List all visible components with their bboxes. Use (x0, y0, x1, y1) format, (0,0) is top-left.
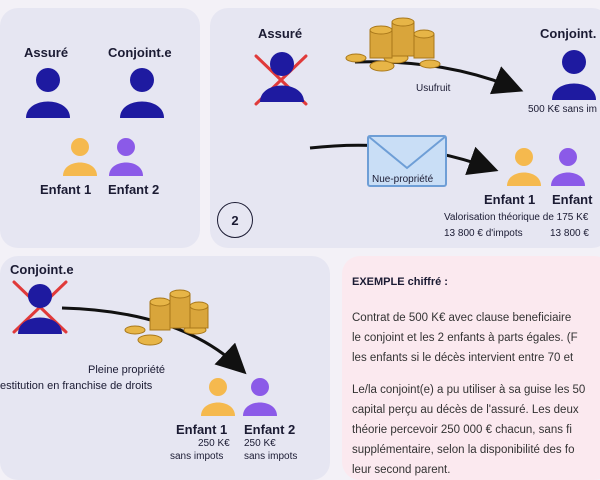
label-conjoint: Conjoint. (540, 26, 597, 41)
person-orange-icon (201, 378, 235, 416)
label-enfant-2: Enfant 2 (108, 182, 160, 197)
person-navy-icon (18, 284, 62, 334)
envelope-icon (367, 135, 447, 187)
label-assure: Assuré (258, 26, 303, 41)
label-enfant-1: Enfant 1 (40, 182, 92, 197)
example-line: leur second parent. (352, 464, 451, 476)
example-title: EXEMPLE chiffré : (352, 276, 448, 288)
label-conjoint: Conjoint.e (10, 262, 74, 277)
coins-icon (124, 289, 209, 346)
person-navy-icon (26, 68, 70, 118)
step-number: 2 (217, 202, 253, 238)
example-line: théorie percevoir 250 000 € chacun, sans… (352, 424, 572, 436)
label-enfant-2: Enfant 2 (244, 422, 296, 437)
label-enfant-2: Enfant (552, 192, 593, 207)
label-assure: Assuré (24, 45, 69, 60)
label-conjoint: Conjoint.e (108, 45, 172, 60)
enfant-2-amount: 250 K€ (244, 438, 276, 449)
impots-enfant-1: 13 800 € d'impots (444, 228, 523, 239)
usufruit-value: 500 K€ sans im (528, 104, 597, 115)
enfant-1-tax: sans impots (170, 451, 224, 462)
example-line: Contrat de 500 K€ avec clause beneficiai… (352, 312, 572, 324)
panel-example (342, 256, 600, 480)
label-enfant-1: Enfant 1 (484, 192, 536, 207)
person-purple-icon (243, 378, 277, 416)
label-restitution: estitution en franchise de droits (0, 380, 153, 392)
example-line: les enfants si le décès intervient entre… (352, 352, 574, 364)
panel-initial-situation (0, 8, 200, 248)
label-nue-propriete: Nue-propriété (372, 174, 434, 185)
label-usufruit: Usufruit (416, 83, 451, 94)
coins-icon (345, 17, 441, 72)
example-line: le conjoint et les 2 enfants à parts éga… (352, 332, 578, 344)
person-navy-icon (120, 68, 164, 118)
person-purple-icon (109, 138, 143, 176)
valorisation-text: Valorisation théorique de 175 K€ (444, 212, 589, 223)
label-pleine-propriete: Pleine propriété (88, 364, 166, 376)
person-navy-icon (260, 52, 304, 102)
person-navy-icon (552, 50, 596, 100)
person-purple-icon (551, 148, 585, 186)
label-enfant-1: Enfant 1 (176, 422, 228, 437)
person-orange-icon (63, 138, 97, 176)
enfant-2-tax: sans impots (244, 451, 298, 462)
impots-enfant-2: 13 800 € (550, 228, 589, 239)
person-orange-icon (507, 148, 541, 186)
example-line: capital perçu au décès de l'assuré. Les … (352, 404, 579, 416)
enfant-1-amount: 250 K€ (198, 438, 230, 449)
example-line: supplémentaire, selon la disponibilité d… (352, 444, 575, 456)
example-line: Le/la conjoint(e) a pu utiliser à sa gui… (352, 384, 586, 396)
